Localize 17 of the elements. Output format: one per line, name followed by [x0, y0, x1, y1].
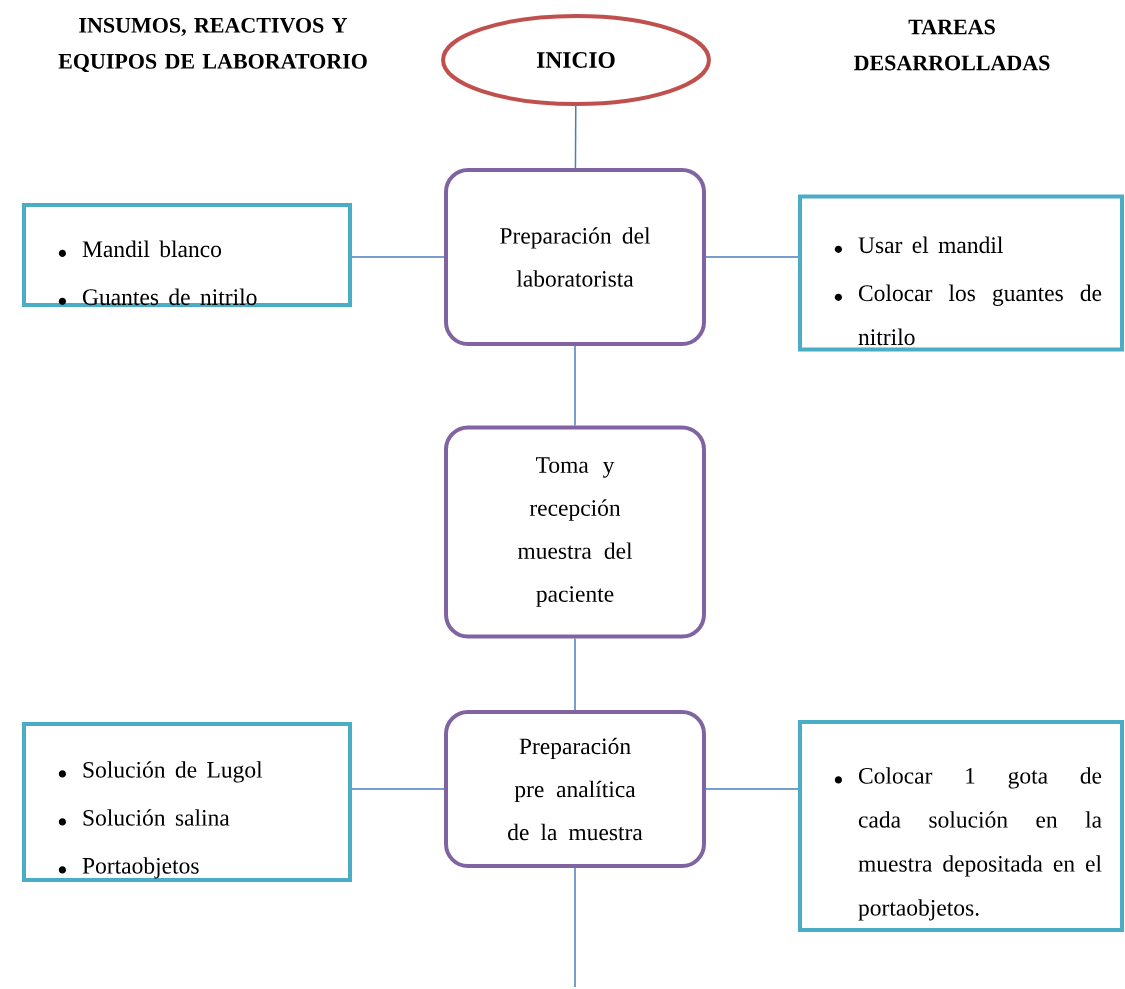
- connector-line: [574, 637, 576, 711]
- connector-line: [574, 105, 577, 169]
- connector-line: [574, 867, 576, 988]
- list-box: Solución de Lugol Solución salina Portaobjetos: [22, 722, 352, 882]
- connector-line: [705, 256, 799, 258]
- connector-line: [351, 788, 445, 790]
- connector-line: [351, 256, 445, 258]
- process-box: Preparación pre analítica de la muestra: [444, 710, 706, 868]
- list-box: Usar el mandil Colocar los guantes de nitrilo: [798, 194, 1124, 352]
- connector-line: [574, 345, 576, 427]
- column-heading: INSUMOS, REACTIVOS Y EQUIPOS DE LABORATORIO: [58, 17, 367, 73]
- connector-line: [705, 788, 799, 790]
- column-heading: TAREAS DESARROLLADAS: [854, 19, 1050, 71]
- list-box: Colocar 1 gota de cada solución en la muestra depositada en el portaobjetos.: [798, 720, 1124, 932]
- list-box: Mandil blanco Guantes de nitrilo: [22, 202, 352, 308]
- process-box: Toma y recepción muestra del paciente: [444, 425, 706, 639]
- process-box: Preparación del laboratorista: [444, 168, 706, 346]
